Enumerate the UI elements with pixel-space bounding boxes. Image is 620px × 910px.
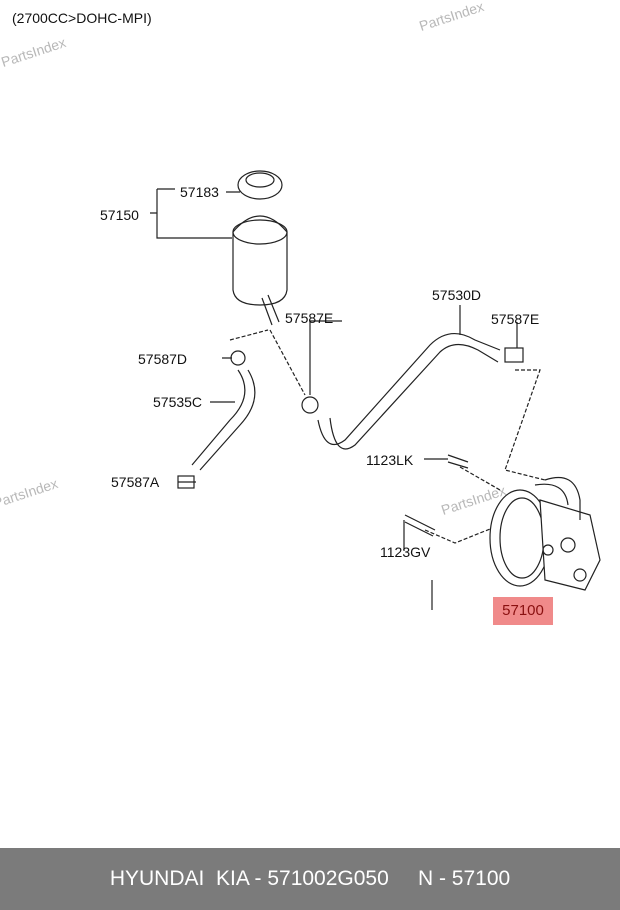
- cap-57183: [237, 170, 283, 200]
- hose-57535C: [191, 369, 256, 471]
- diagram-drawing: [150, 170, 601, 610]
- pump-outlet: [534, 476, 581, 520]
- label-57535C[interactable]: 57535C: [153, 394, 203, 410]
- footer-part-number: HYUNDAI KIA - 571002G050 N - 57100: [0, 848, 620, 910]
- clamp-57587E: [301, 396, 319, 414]
- bolt-1123LK: [447, 454, 469, 469]
- clamp-57587A: [177, 475, 195, 489]
- leader-lines: [178, 305, 518, 610]
- label-57587A[interactable]: 57587A: [111, 474, 160, 490]
- label-1123LK[interactable]: 1123LK: [366, 452, 414, 468]
- bolt-1123GV: [404, 514, 436, 537]
- reservoir-57150: [232, 215, 288, 306]
- label-1123GV[interactable]: 1123GV: [380, 544, 431, 560]
- label-57530D[interactable]: 57530D: [432, 287, 482, 303]
- leader-57150: [150, 188, 240, 239]
- clamp-57587D: [230, 350, 246, 366]
- label-57587E[interactable]: 57587E: [285, 310, 334, 326]
- clamp-57587E-2: [504, 347, 524, 363]
- label-57587E-2[interactable]: 57587E: [491, 311, 540, 327]
- highlighted-part-57100[interactable]: 57100: [493, 597, 553, 625]
- label-57587D[interactable]: 57587D: [138, 351, 188, 367]
- label-57150[interactable]: 57150: [100, 207, 139, 223]
- dashed-leaders: [229, 329, 546, 544]
- hose-57530D: [317, 333, 501, 450]
- diagram-title: (2700CC>DOHC-MPI): [12, 10, 152, 26]
- label-57183[interactable]: 57183: [180, 184, 219, 200]
